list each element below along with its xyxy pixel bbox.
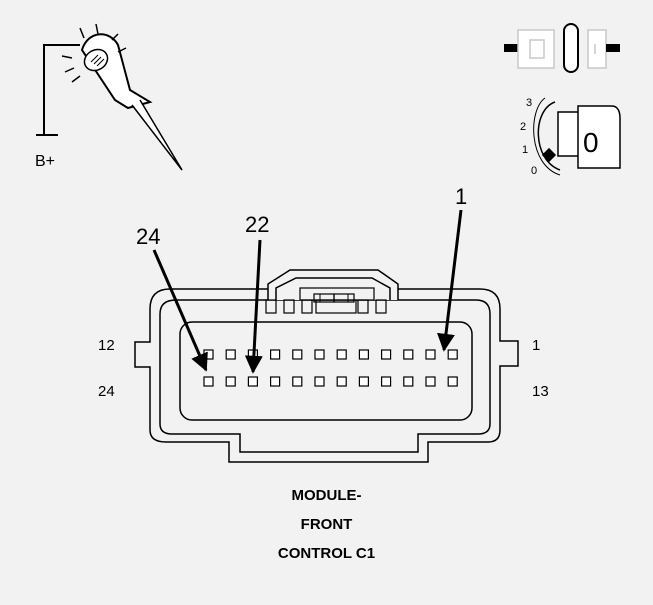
connector-pin-cavity <box>292 349 303 360</box>
connector-pin-cavity <box>403 376 414 387</box>
ignition-key-icon <box>533 97 621 176</box>
connector-pin-cavity <box>358 376 369 387</box>
connector-pin-cavity <box>447 349 458 360</box>
callout-arrow-pin-1 <box>437 209 463 352</box>
ignition-position-1: 1 <box>522 144 528 156</box>
probe-label: B+ <box>35 153 55 170</box>
ignition-position-0: 0 <box>531 165 537 177</box>
connector-pin-cavity <box>247 376 258 387</box>
callout-arrow-pin-24 <box>152 249 208 372</box>
connector-pin-cavity <box>447 376 458 387</box>
connector-pin-cavity <box>270 349 281 360</box>
connector-pin-cavity <box>336 349 347 360</box>
connector-pin-cavity <box>314 349 325 360</box>
caption-line-3: CONTROL C1 <box>277 545 376 562</box>
connector-pins <box>203 349 458 387</box>
connector-disconnect-icon <box>504 23 620 73</box>
callout-pin-24: 24 <box>136 224 160 249</box>
connector-pin-cavity <box>358 349 369 360</box>
connector-pin-cavity <box>425 376 436 387</box>
connector-pin-cavity <box>225 349 236 360</box>
connector-pin-cavity <box>336 376 347 387</box>
test-light-probe-icon <box>36 23 183 171</box>
connector-pin-cavity <box>203 376 214 387</box>
row-label-bottom-left: 24 <box>98 383 115 400</box>
caption-line-2: FRONT <box>300 516 353 533</box>
ignition-position-3: 3 <box>526 97 532 109</box>
ignition-position-2: 2 <box>520 121 526 133</box>
ignition-key-symbol: 0 <box>583 127 599 158</box>
row-label-top-left: 12 <box>98 337 115 354</box>
row-label-bottom-right: 13 <box>532 383 549 400</box>
connector-pin-cavity <box>292 376 303 387</box>
connector-pin-cavity <box>403 349 414 360</box>
callout-pin-1: 1 <box>455 184 467 209</box>
connector-pin-cavity <box>270 376 281 387</box>
connector-pin-cavity <box>381 376 392 387</box>
caption-line-1: MODULE- <box>291 487 362 504</box>
connector-face <box>134 269 519 463</box>
connector-pin-cavity <box>225 376 236 387</box>
callout-pin-22: 22 <box>245 212 269 237</box>
connector-pin-cavity <box>425 349 436 360</box>
callout-arrow-pin-22 <box>244 239 263 374</box>
connector-pin-cavity <box>314 376 325 387</box>
row-label-top-right: 1 <box>532 337 540 354</box>
connector-pin-cavity <box>203 349 214 360</box>
connector-pin-cavity <box>381 349 392 360</box>
